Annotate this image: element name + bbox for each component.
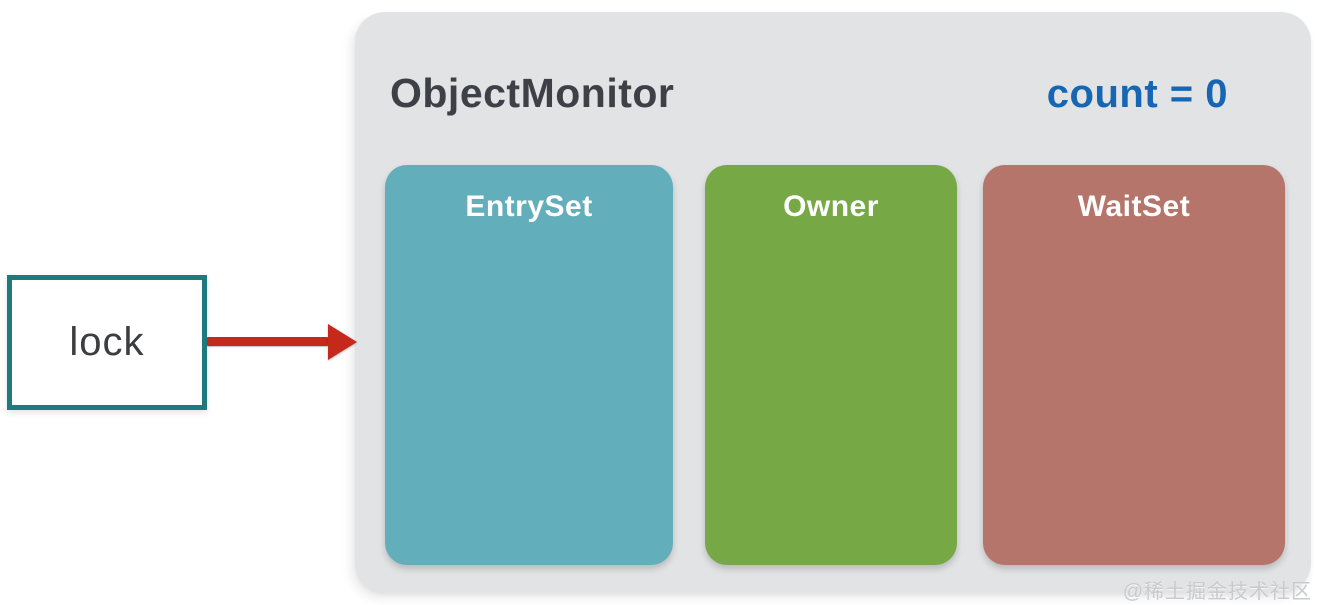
arrow-shaft: [207, 337, 328, 346]
object-monitor-panel: ObjectMonitor count = 0 EntrySet Owner W…: [355, 12, 1311, 593]
lock-box: lock: [7, 275, 207, 410]
waitset-label: WaitSet: [1077, 190, 1191, 223]
monitor-count-label: count = 0: [1046, 72, 1228, 116]
owner-box: Owner: [705, 165, 957, 565]
entryset-box: EntrySet: [385, 165, 673, 565]
lock-label: lock: [69, 320, 145, 364]
waitset-box: WaitSet: [983, 165, 1285, 565]
monitor-panel-header: ObjectMonitor count = 0: [390, 70, 1228, 117]
lock-to-monitor-arrow: [207, 323, 357, 360]
owner-label: Owner: [783, 190, 879, 223]
object-monitor-title: ObjectMonitor: [390, 70, 675, 116]
entryset-label: EntrySet: [465, 190, 593, 223]
watermark: @稀土掘金技术社区: [1122, 581, 1312, 603]
arrow-head-icon: [328, 323, 357, 360]
